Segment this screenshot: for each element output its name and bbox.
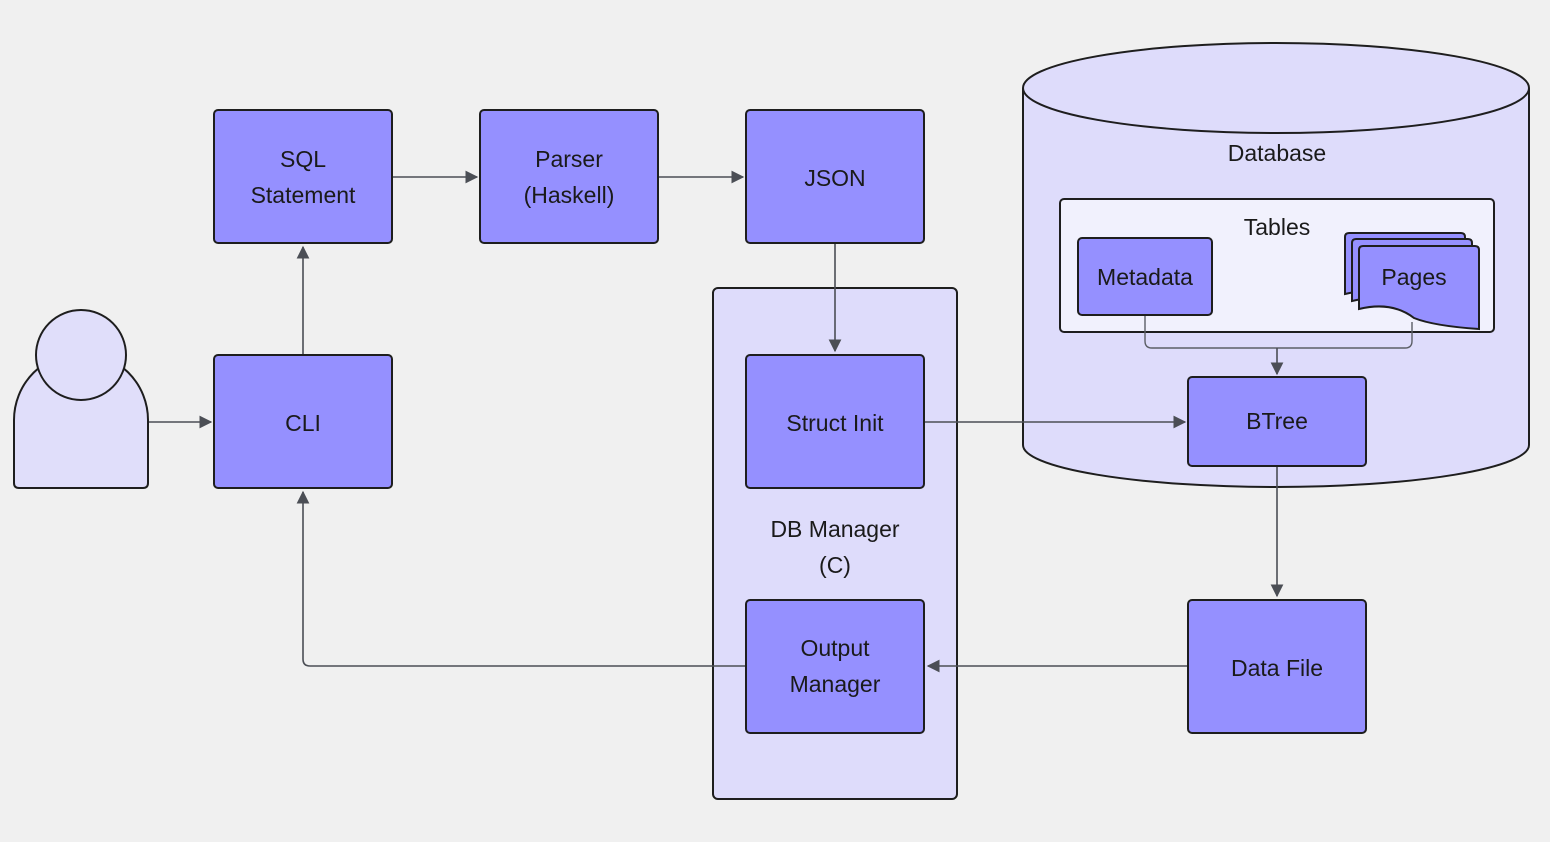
btree-box: BTree (1187, 376, 1367, 467)
json-label: JSON (804, 165, 865, 191)
user-icon (13, 309, 149, 489)
json-box: JSON (745, 109, 925, 244)
data-file-label: Data File (1231, 655, 1323, 681)
parser-label-line1: Parser (535, 146, 603, 172)
output-manager-box: Output Manager (745, 599, 925, 734)
data-file-box: Data File (1187, 599, 1367, 734)
database-label: Database (1228, 140, 1326, 166)
btree-label: BTree (1246, 408, 1308, 434)
parser-box: Parser (Haskell) (479, 109, 659, 244)
tables-label: Tables (1244, 214, 1310, 240)
parser-label-line2: (Haskell) (524, 182, 615, 208)
db-manager-label-line1: DB Manager (770, 516, 899, 542)
sql-statement-label-line2: Statement (251, 182, 356, 208)
sql-statement-label-line1: SQL (280, 146, 326, 172)
pages-label: Pages (1381, 264, 1446, 290)
edges (148, 170, 1413, 673)
pages-stack: Pages (1344, 232, 1480, 331)
sql-statement-box: SQL Statement (213, 109, 393, 244)
struct-init-box: Struct Init (745, 354, 925, 489)
output-manager-label-line2: Manager (790, 671, 881, 697)
edge-metadata-pages-bracket (1144, 316, 1413, 349)
db-manager-label-line2: (C) (819, 552, 851, 578)
struct-init-label: Struct Init (786, 410, 884, 436)
output-manager-label-line1: Output (800, 635, 870, 661)
metadata-box: Metadata (1077, 237, 1213, 316)
edge-output-to-cli (296, 490, 746, 667)
cli-box: CLI (213, 354, 393, 489)
metadata-label: Metadata (1097, 264, 1193, 290)
cli-label: CLI (285, 410, 321, 436)
